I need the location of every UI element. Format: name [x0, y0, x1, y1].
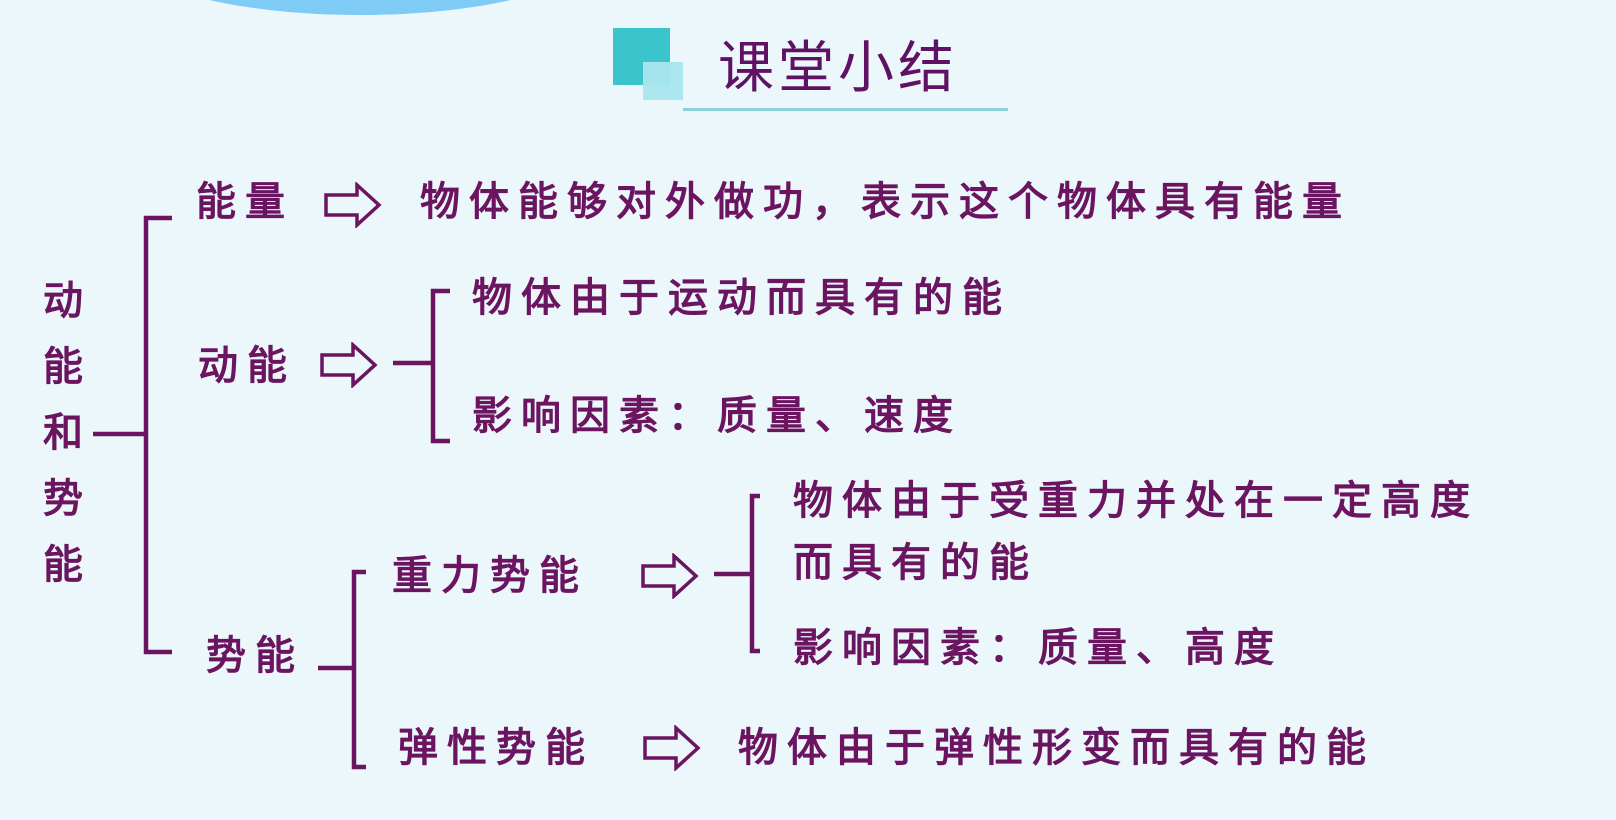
- root-label: 动能和势能: [43, 277, 83, 588]
- energy-definition: 物体能够对外做功，表示这个物体具有能量: [420, 178, 1351, 225]
- kinetic-factors: 影响因素：质量、速度: [472, 392, 962, 439]
- hollow-right-arrow-icon: [641, 553, 699, 599]
- title-underline: [683, 108, 1008, 111]
- hollow-right-arrow-icon: [643, 725, 701, 771]
- kinetic-definition: 物体由于运动而具有的能: [472, 274, 1011, 321]
- page-title: 课堂小结: [718, 36, 958, 101]
- hollow-right-arrow-icon: [324, 182, 382, 228]
- gravitational-definition-line2: 而具有的能: [793, 539, 1038, 586]
- hollow-right-arrow-icon: [320, 342, 378, 388]
- gravitational-label: 重力势能: [392, 552, 588, 599]
- energy-label: 能量: [196, 178, 294, 225]
- potential-label: 势能: [206, 632, 304, 679]
- gravitational-bracket: [749, 493, 760, 654]
- elastic-label: 弹性势能: [398, 724, 594, 771]
- potential-bracket: [351, 569, 366, 770]
- kinetic-bracket: [430, 288, 450, 444]
- title-square-small-icon: [643, 62, 683, 100]
- kinetic-label: 动能: [198, 342, 296, 389]
- gravitational-definition-line1: 物体由于受重力并处在一定高度: [793, 477, 1479, 524]
- gravitational-factors: 影响因素：质量、高度: [793, 624, 1283, 671]
- root-bracket: [143, 215, 172, 655]
- elastic-definition: 物体由于弹性形变而具有的能: [738, 724, 1375, 771]
